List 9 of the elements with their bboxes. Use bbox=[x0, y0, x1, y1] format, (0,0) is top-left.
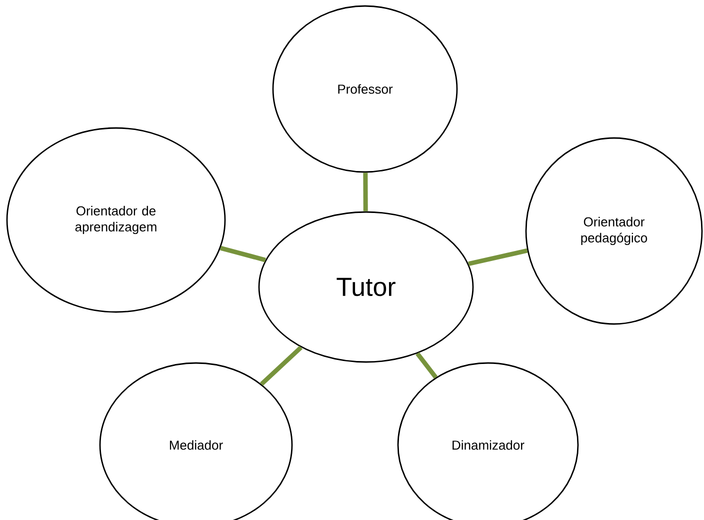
ellipse-node: Orientador de aprendizagem bbox=[6, 127, 226, 313]
connector-line bbox=[416, 352, 438, 379]
connector-line bbox=[260, 346, 303, 386]
ellipse-node: Tutor bbox=[258, 211, 474, 363]
connector-line bbox=[220, 246, 266, 262]
connector-line bbox=[468, 248, 528, 266]
ellipse-node: Professor bbox=[272, 5, 458, 173]
ellipse-node: Orientador pedagógico bbox=[525, 137, 703, 325]
connector-line bbox=[363, 172, 368, 212]
